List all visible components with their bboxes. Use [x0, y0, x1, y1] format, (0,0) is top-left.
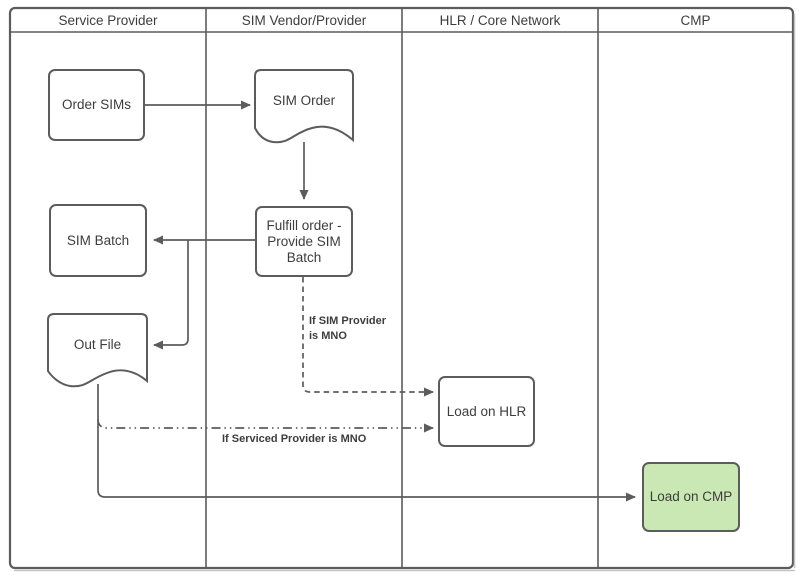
- load-on-hlr-node: Load on HLR: [438, 376, 535, 447]
- edge-fulfill-order-to-load-on-hlr-dashed: [302, 277, 434, 397]
- load-on-cmp-node: Load on CMP: [642, 462, 740, 532]
- out-file-node-label: Out File: [73, 336, 122, 352]
- sim-batch-node: SIM Batch: [49, 204, 147, 277]
- edge-label-if-sim-provider-is-mno: If SIM Provider is MNO: [309, 315, 387, 342]
- edge-fulfill-order-to-out-file: [153, 240, 189, 350]
- sim-order-node-label: SIM Order: [272, 92, 336, 108]
- lane-header-sim-vendor-provider: SIM Vendor/Provider: [241, 13, 367, 28]
- fulfill-order-node: Fulfill order - Provide SIM Batch: [255, 206, 353, 277]
- lane-header-service-provider: Service Provider: [58, 13, 158, 28]
- edge-label-if-serviced-provider-is-mno: If Serviced Provider is MNO: [222, 433, 367, 445]
- lane-header-hlr-core-network: HLR / Core Network: [439, 13, 561, 28]
- swimlane-frame: [8, 6, 795, 570]
- out-file-document-shape: [47, 313, 148, 388]
- edge-out-file-to-load-on-cmp: [97, 384, 636, 502]
- order-sims-node: Order SIMs: [48, 69, 145, 141]
- lane-header-cmp: CMP: [680, 13, 711, 28]
- frame-shadow: [14, 14, 796, 572]
- sim-order-document-shape: [254, 69, 354, 144]
- edge-out-file-to-load-on-hlr-dashdot: [97, 418, 434, 433]
